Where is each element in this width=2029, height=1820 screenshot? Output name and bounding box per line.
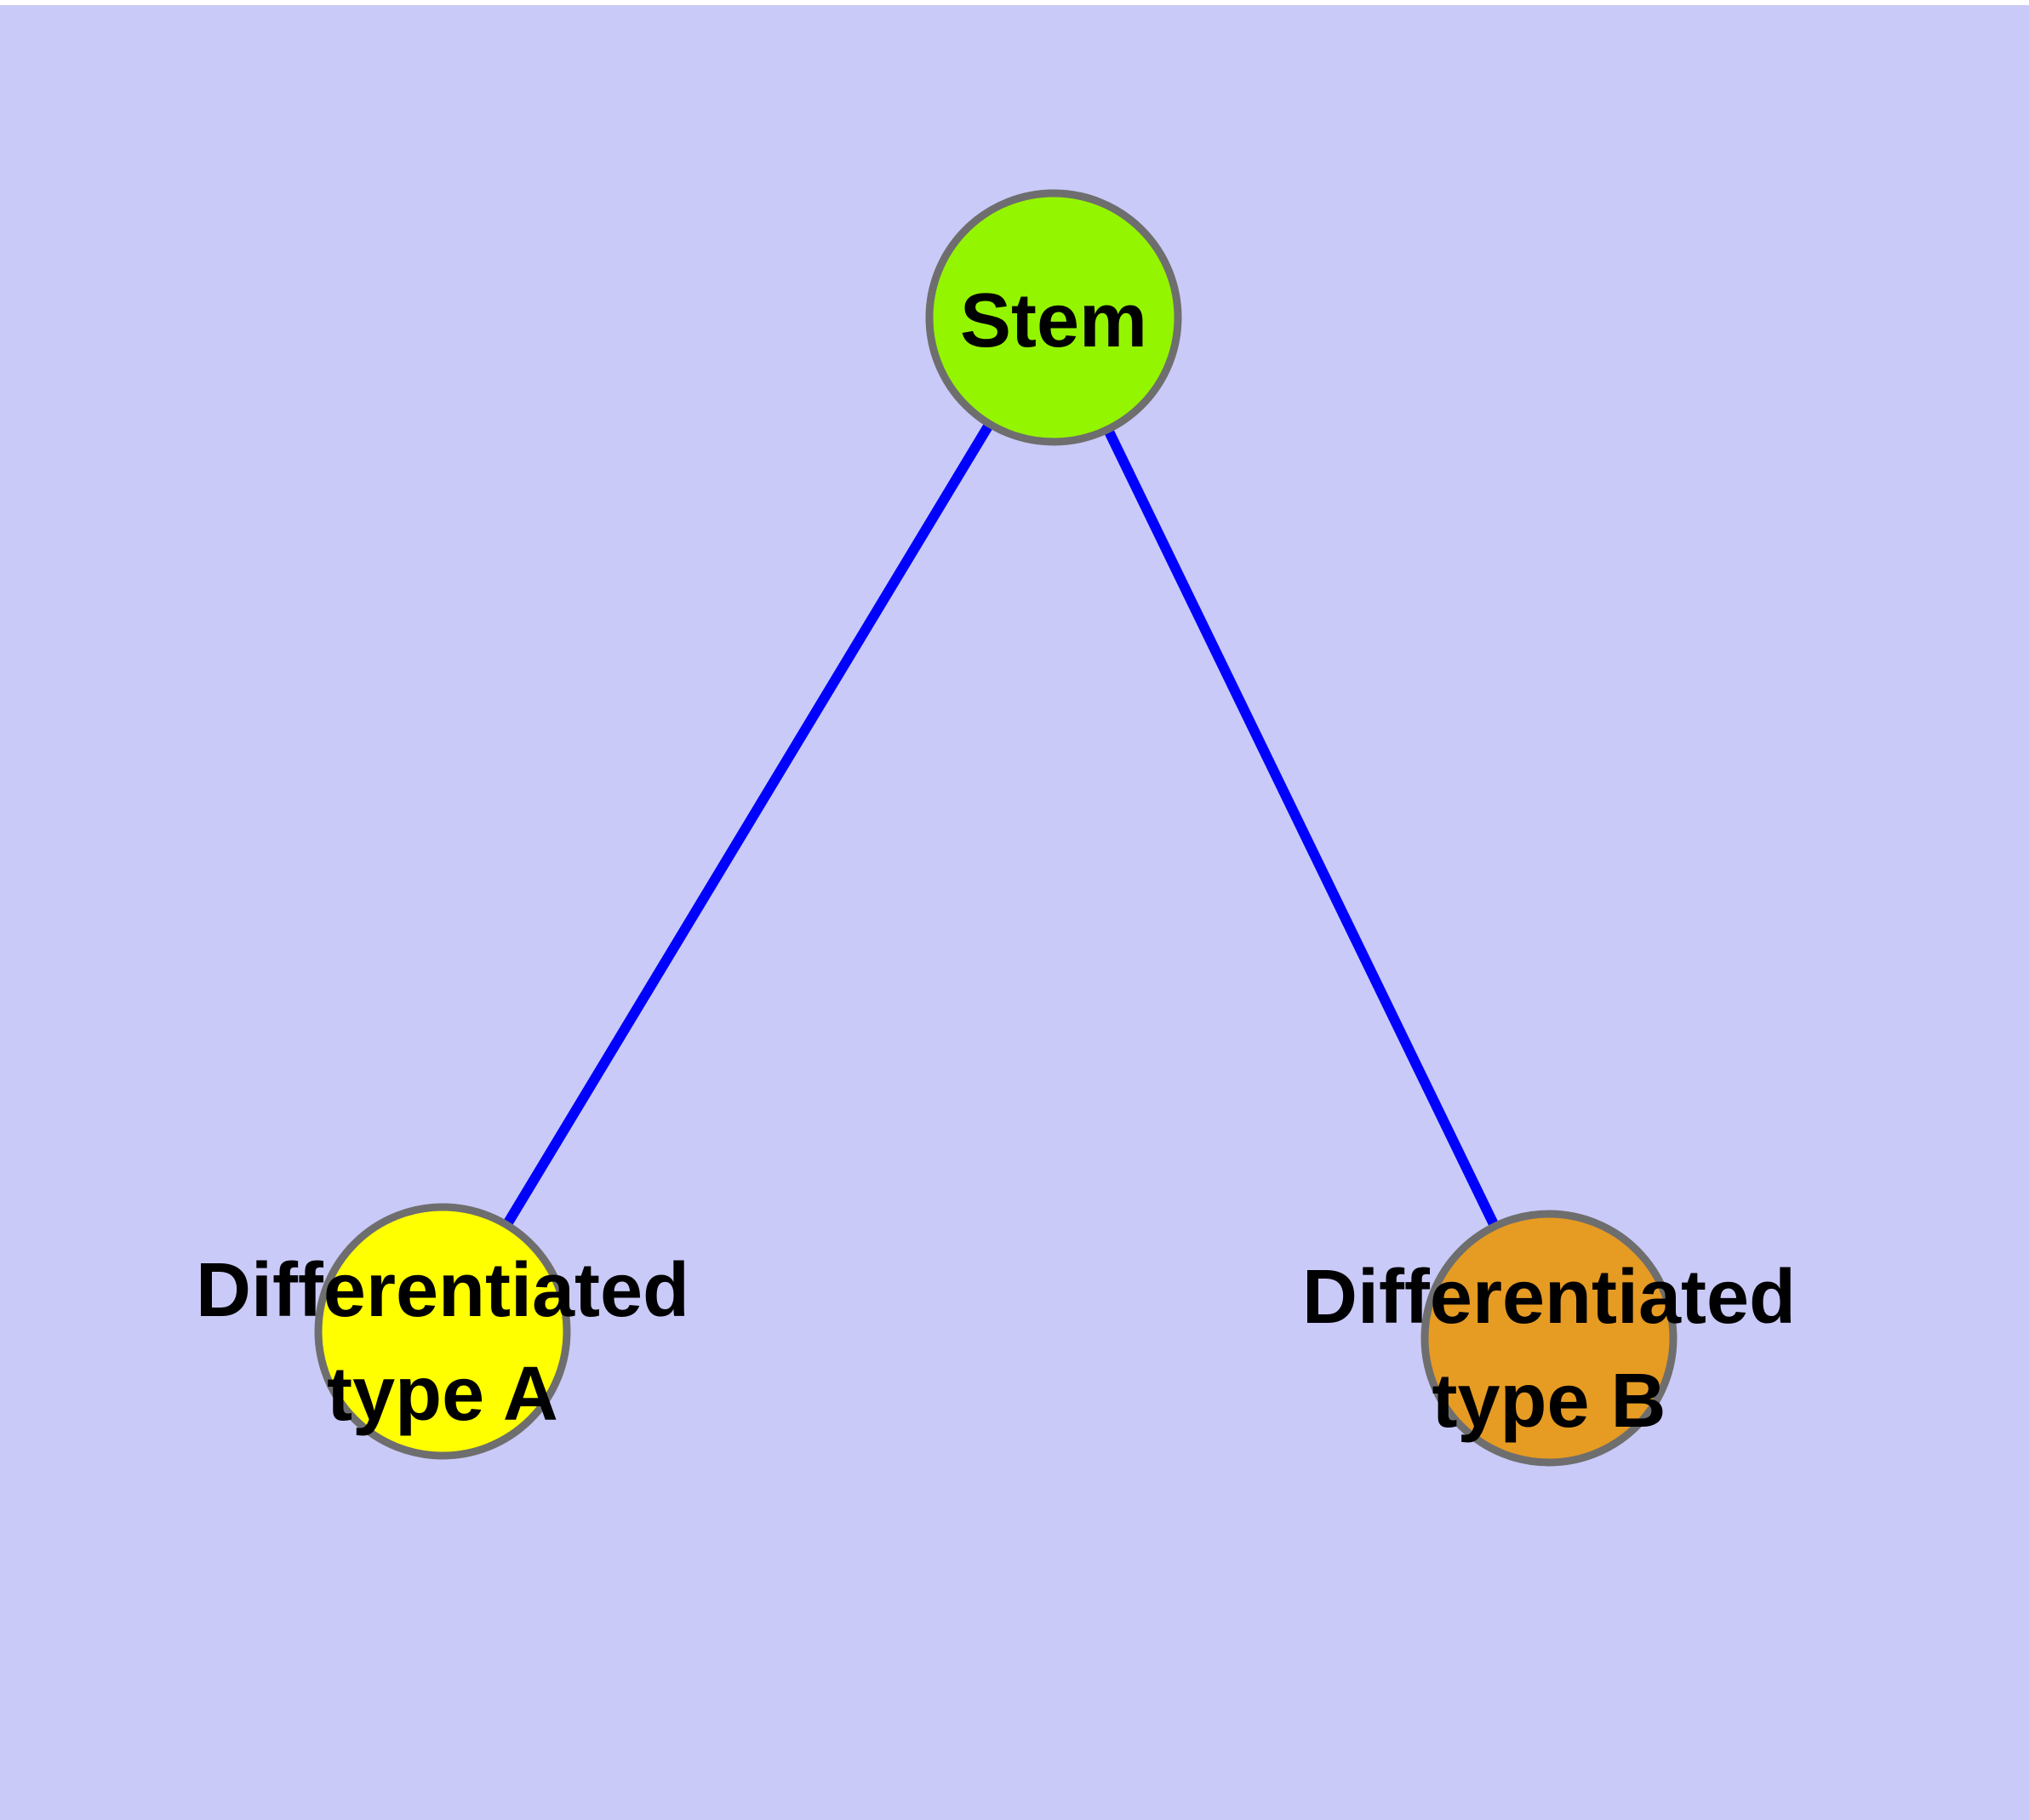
node-stem-label: Stem [960,278,1147,363]
node-type-b-label-line1: Differentiated [1302,1255,1796,1340]
node-type-a-label-line1: Differentiated [196,1248,689,1333]
node-stem [925,189,1182,446]
node-type-b-label-line2: type B [1432,1359,1666,1444]
edge-stem-to-type-a [437,314,1059,1335]
node-differentiated-type-b [1420,1210,1677,1467]
edge-stem-to-type-b [1049,315,1554,1341]
node-differentiated-type-a [314,1203,571,1460]
node-type-a-label-line2: type A [327,1352,558,1437]
top-margin-strip [0,0,2029,5]
